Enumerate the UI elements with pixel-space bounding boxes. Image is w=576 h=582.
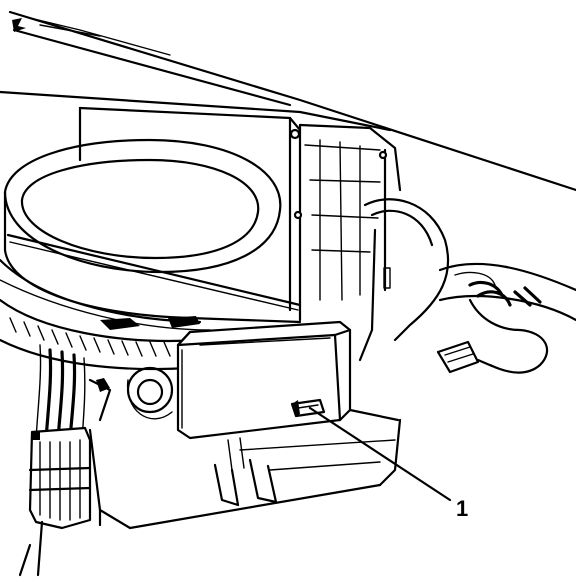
housing-ribs <box>0 298 202 371</box>
motor-hub <box>126 366 174 420</box>
blower-case <box>78 106 402 322</box>
callout-leader <box>308 406 452 502</box>
mounting-bracket <box>88 408 402 530</box>
dash-panel-edge <box>0 10 576 192</box>
left-connector <box>18 426 92 577</box>
callout-label-1: 1 <box>456 496 468 521</box>
blower-motor-flange <box>0 138 302 331</box>
harness-right <box>436 298 549 374</box>
blower-motor-resistor <box>176 320 352 440</box>
right-duct <box>358 198 576 362</box>
harness-left <box>35 344 112 442</box>
